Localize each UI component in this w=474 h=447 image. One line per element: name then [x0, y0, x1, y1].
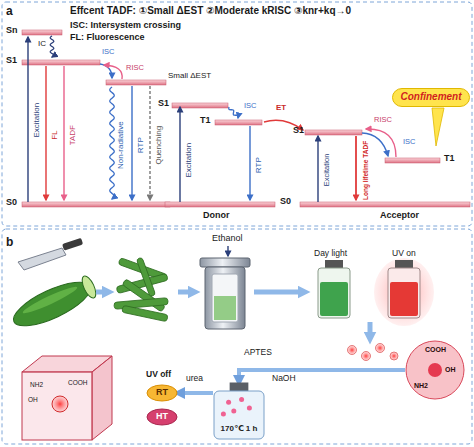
reagent-label: urea	[186, 374, 203, 383]
state-label: S0	[280, 197, 291, 206]
state-label: Sn	[6, 26, 18, 35]
group-label: Donor	[203, 211, 230, 220]
transition-label: Quenching	[155, 126, 163, 165]
group-label: Acceptor	[380, 211, 419, 220]
state-label: S1	[6, 56, 17, 65]
transition-label: RTP	[137, 137, 145, 153]
wavy-arrow	[229, 107, 238, 118]
node-text: NH2	[414, 382, 428, 389]
powder-sample: RT	[146, 384, 178, 402]
reagent-label: NaOH	[272, 374, 296, 383]
transition-label: ET	[276, 104, 286, 112]
transition-label: ISC	[102, 48, 115, 56]
reaction-vial: 170℃ 1 h	[213, 382, 265, 440]
node-text: COOH	[425, 346, 446, 353]
transition-label: RISC	[126, 64, 144, 72]
carbon-dot: COOH OH NH2	[405, 340, 465, 400]
state-label: T1	[200, 116, 211, 125]
condition-label: UV on	[392, 249, 416, 258]
transition-label: Excitation	[185, 143, 193, 178]
node-text: Confinement	[400, 92, 461, 103]
panel-letter: a	[6, 5, 13, 18]
state-label: S0	[6, 198, 17, 207]
condition-label: Day light	[314, 249, 347, 258]
node-text: HT	[156, 412, 168, 421]
state-label: T1	[444, 154, 455, 163]
transition-label: Excitation	[33, 103, 41, 138]
process-arrow	[179, 391, 213, 395]
state-label: S1	[293, 126, 304, 135]
transition-label: ISC	[403, 138, 416, 146]
transition-label: Long lifetime TADF	[363, 140, 370, 199]
panel-letter: b	[6, 236, 13, 249]
transition-label: FL	[51, 131, 59, 140]
wavy-arrow	[50, 36, 54, 57]
condition-label: UV off	[146, 370, 171, 379]
process-arrow	[239, 370, 405, 381]
abbreviation-note: FL: Fluorescence	[70, 33, 145, 42]
transition-label: Excitation	[323, 154, 331, 187]
node-text: 170℃ 1 h	[221, 425, 258, 433]
node-text: RT	[156, 388, 168, 397]
callout-bubble: Confinement	[392, 88, 470, 107]
group-label: NH2	[30, 382, 43, 389]
transition-label: RTP	[255, 157, 263, 173]
abbreviation-note: ISC: Intersystem crossing	[70, 21, 181, 30]
node-text: OH	[445, 366, 456, 373]
transition-label: Non-radiative	[117, 121, 125, 169]
transition-label: ISC	[244, 102, 257, 110]
transition-label: TADF	[69, 125, 77, 145]
state-label: S1	[158, 99, 169, 108]
gap-label: Small ΔEST	[168, 72, 211, 80]
group-label: COOH	[68, 380, 88, 387]
reagent-label: APTES	[244, 348, 272, 357]
wavy-arrow	[110, 87, 115, 199]
transition-label: RISC	[374, 116, 392, 124]
group-label: OH	[28, 397, 38, 404]
powder-sample: HT	[146, 408, 178, 426]
transition-label: IC	[38, 40, 46, 48]
reagent-label: Ethanol	[212, 234, 243, 243]
heading: Effcent TADF: ①Small ΔEST ②Moderate kRIS…	[70, 6, 351, 17]
